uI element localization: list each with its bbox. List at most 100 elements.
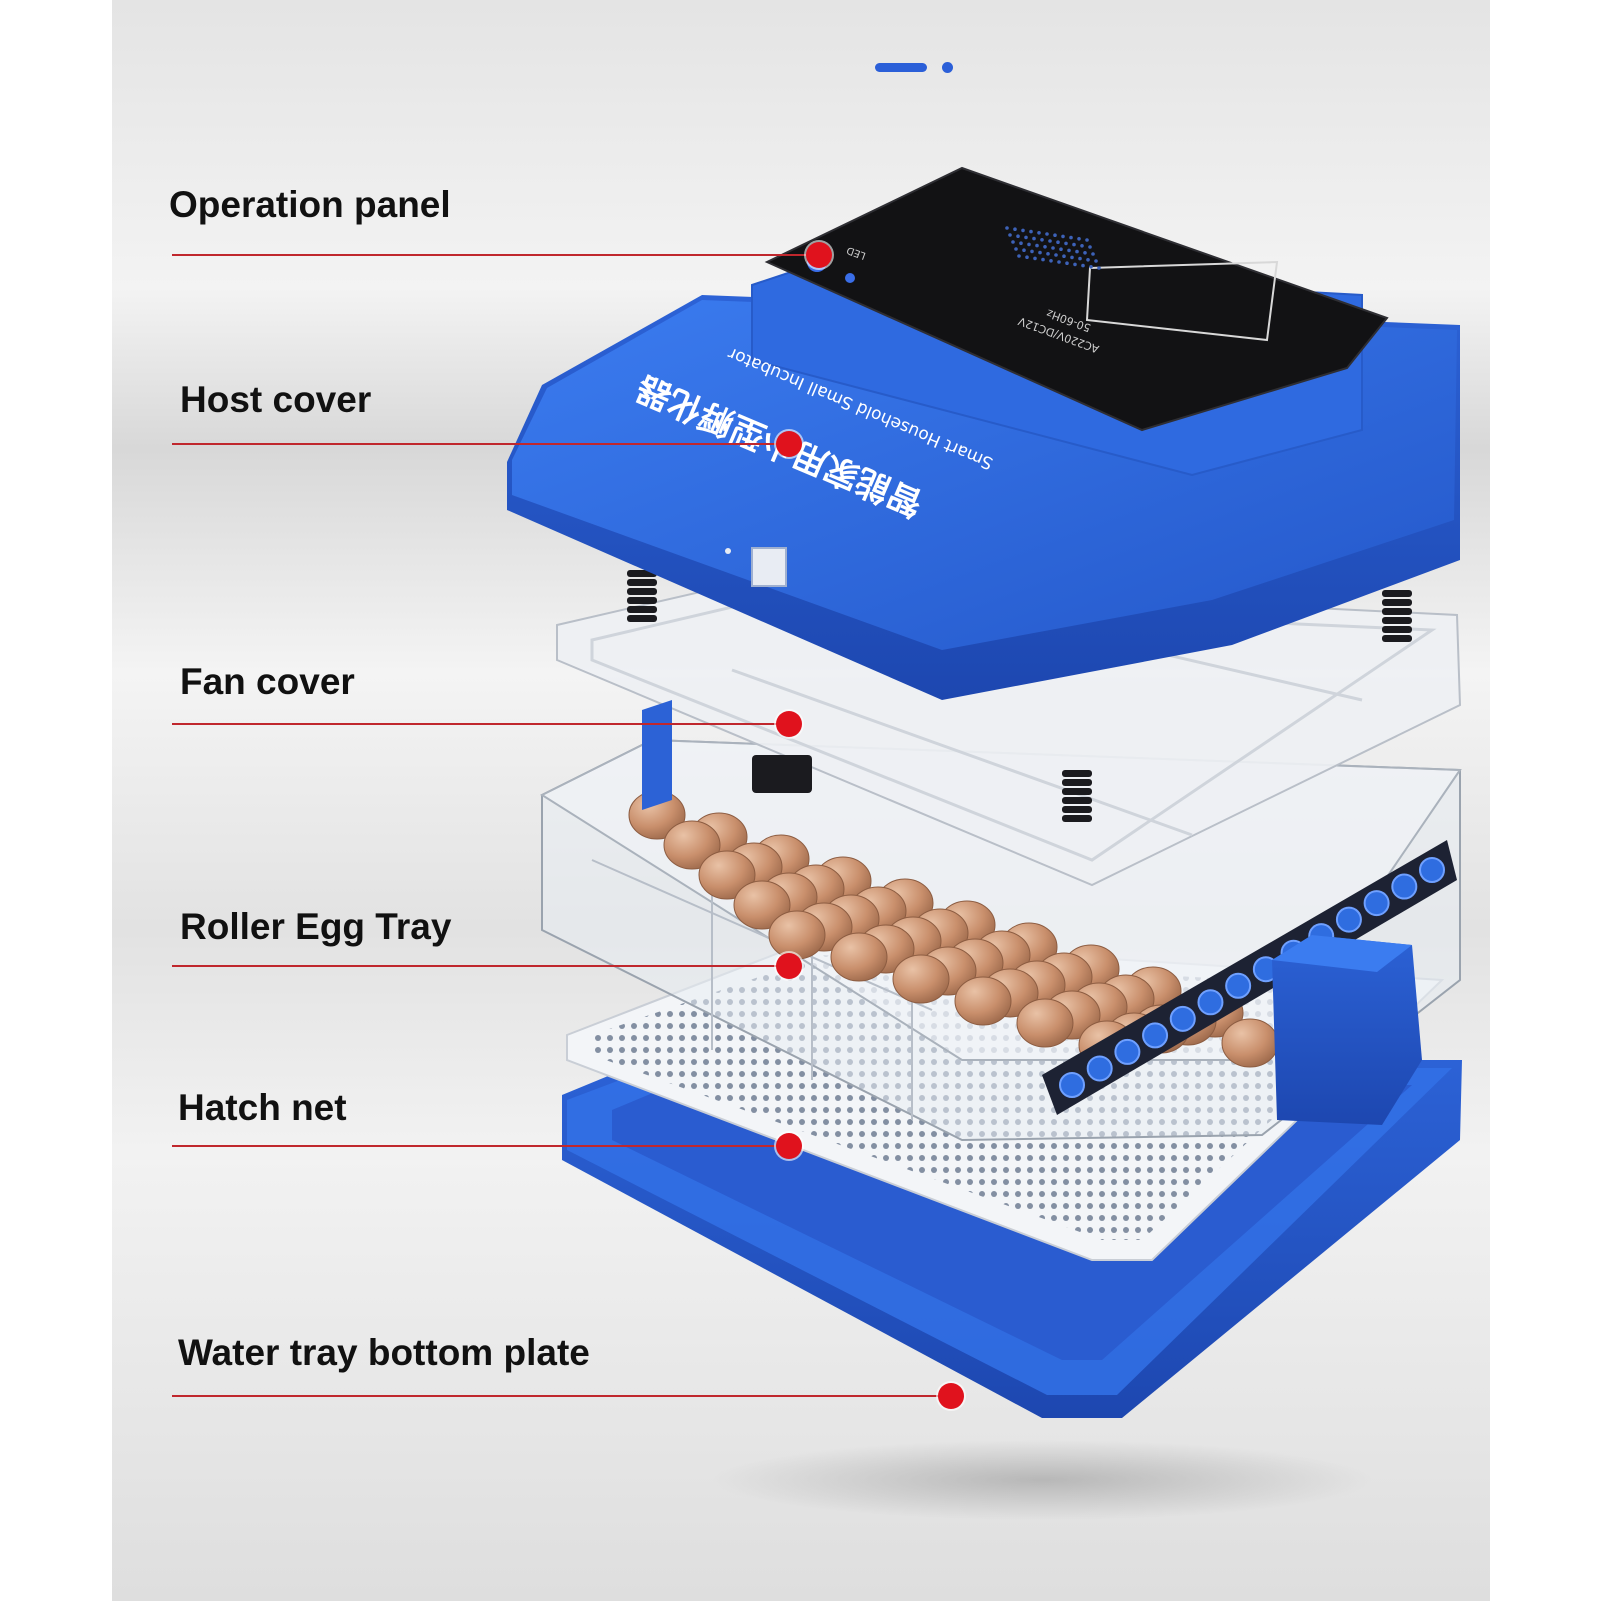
speaker-hole	[1046, 252, 1050, 256]
pin-operation-panel[interactable]	[806, 242, 832, 268]
speaker-hole	[1025, 255, 1029, 259]
speaker-hole	[1083, 251, 1087, 255]
leader-host-cover	[172, 443, 788, 445]
roller-gear	[1086, 1055, 1113, 1082]
pin-host-cover[interactable]	[776, 431, 802, 457]
speaker-hole	[1097, 266, 1101, 270]
leader-hatch-net	[172, 1145, 788, 1147]
label-host-cover: Host cover	[180, 379, 372, 420]
speaker-hole	[1062, 254, 1066, 258]
spring-coil	[627, 615, 657, 622]
speaker-hole	[1051, 246, 1055, 250]
speaker-hole	[1054, 253, 1058, 257]
egg	[663, 820, 721, 870]
speaker-hole	[1049, 259, 1053, 263]
egg	[1016, 998, 1074, 1048]
sensor-bracket	[752, 755, 812, 793]
eggs	[628, 790, 1279, 1070]
speaker-hole	[1069, 235, 1073, 240]
speaker-hole	[1064, 241, 1068, 246]
roller-gear	[1142, 1022, 1169, 1049]
spring-coil	[1062, 806, 1092, 813]
label-hatch-net: Hatch net	[178, 1087, 347, 1128]
speaker-hole	[1089, 265, 1093, 269]
speaker-hole	[1086, 258, 1090, 262]
egg	[768, 910, 826, 960]
speaker-hole	[1041, 257, 1045, 262]
roller-gear	[1197, 989, 1224, 1016]
speaker-hole	[1075, 249, 1079, 254]
speaker-hole	[1080, 244, 1084, 248]
speaker-hole	[1078, 256, 1082, 261]
egg	[954, 976, 1012, 1026]
diagram-stage: 智能家用小型孵化器 Smart Household Small Incubato…	[112, 0, 1490, 1601]
spring-coil	[1382, 626, 1412, 633]
speaker-hole	[1065, 261, 1069, 266]
speaker-hole	[1030, 249, 1034, 254]
label-water-tray-bottom-plate: Water tray bottom plate	[178, 1332, 590, 1373]
speaker-hole	[1061, 234, 1065, 239]
spring-coil	[1382, 590, 1412, 597]
spring-coil	[1382, 635, 1412, 642]
speaker-hole	[1085, 238, 1089, 242]
roller-gear	[1419, 857, 1445, 883]
pin-water-tray-bottom-plate[interactable]	[938, 1383, 964, 1409]
roller-gear	[1363, 890, 1390, 917]
label-operation-panel: Operation panel	[169, 184, 451, 225]
speaker-hole	[1059, 247, 1063, 251]
springs	[627, 570, 1412, 822]
leader-fan-cover	[172, 723, 788, 725]
speaker-hole	[1091, 252, 1095, 256]
speaker-hole	[1016, 234, 1020, 238]
turning-motor	[1272, 935, 1422, 1125]
speaker-hole	[1022, 248, 1026, 252]
roller-gear	[1114, 1038, 1141, 1065]
speaker-hole	[1094, 259, 1098, 263]
speaker-hole	[1024, 235, 1028, 240]
speaker-hole	[1019, 241, 1023, 245]
speaker-hole	[1029, 229, 1033, 234]
leader-operation-panel	[172, 254, 818, 256]
pin-hatch-net[interactable]	[776, 1133, 802, 1159]
roller-gear	[1225, 972, 1252, 999]
leader-roller-egg-tray	[172, 965, 788, 967]
roller-gear	[1391, 873, 1418, 900]
spring-coil	[1062, 815, 1092, 822]
display-window	[1085, 260, 1279, 342]
incubator-exploded-view: 智能家用小型孵化器 Smart Household Small Incubato…	[507, 166, 1462, 1520]
speaker-hole	[1021, 228, 1025, 233]
speaker-hole	[1056, 240, 1060, 244]
speaker-hole	[1077, 237, 1081, 241]
speaker-hole	[1013, 227, 1017, 231]
speaker-grille	[1005, 226, 1101, 270]
pin-fan-cover[interactable]	[776, 711, 802, 737]
spring-coil	[1062, 770, 1092, 777]
speaker-hole	[1032, 236, 1036, 241]
label-fan-cover: Fan cover	[180, 661, 355, 702]
speaker-hole	[1040, 238, 1044, 242]
speaker-hole	[1045, 232, 1049, 236]
spring-coil	[627, 597, 657, 604]
carousel-dot[interactable]	[942, 62, 953, 73]
pin-roller-egg-tray[interactable]	[776, 953, 802, 979]
speaker-hole	[1053, 233, 1057, 237]
speaker-hole	[1048, 239, 1052, 243]
spring-coil	[627, 606, 657, 613]
roller-gear	[1335, 906, 1362, 933]
carousel-dot-active[interactable]	[875, 63, 927, 72]
spring-coil	[627, 579, 657, 586]
leader-water-tray-bottom-plate	[172, 1395, 950, 1397]
speaker-hole	[1027, 242, 1031, 247]
roller-gear	[1059, 1072, 1085, 1098]
speaker-hole	[1038, 250, 1042, 255]
spring-coil	[1382, 608, 1412, 615]
speaker-hole	[1033, 256, 1037, 261]
speaker-hole	[1005, 226, 1009, 230]
speaker-hole	[1017, 254, 1021, 258]
speaker-hole	[1037, 231, 1041, 235]
speaker-hole	[1081, 263, 1085, 268]
speaker-hole	[1070, 255, 1074, 260]
speaker-hole	[1008, 233, 1012, 237]
speaker-hole	[1014, 247, 1018, 251]
speaker-hole	[1035, 243, 1039, 248]
